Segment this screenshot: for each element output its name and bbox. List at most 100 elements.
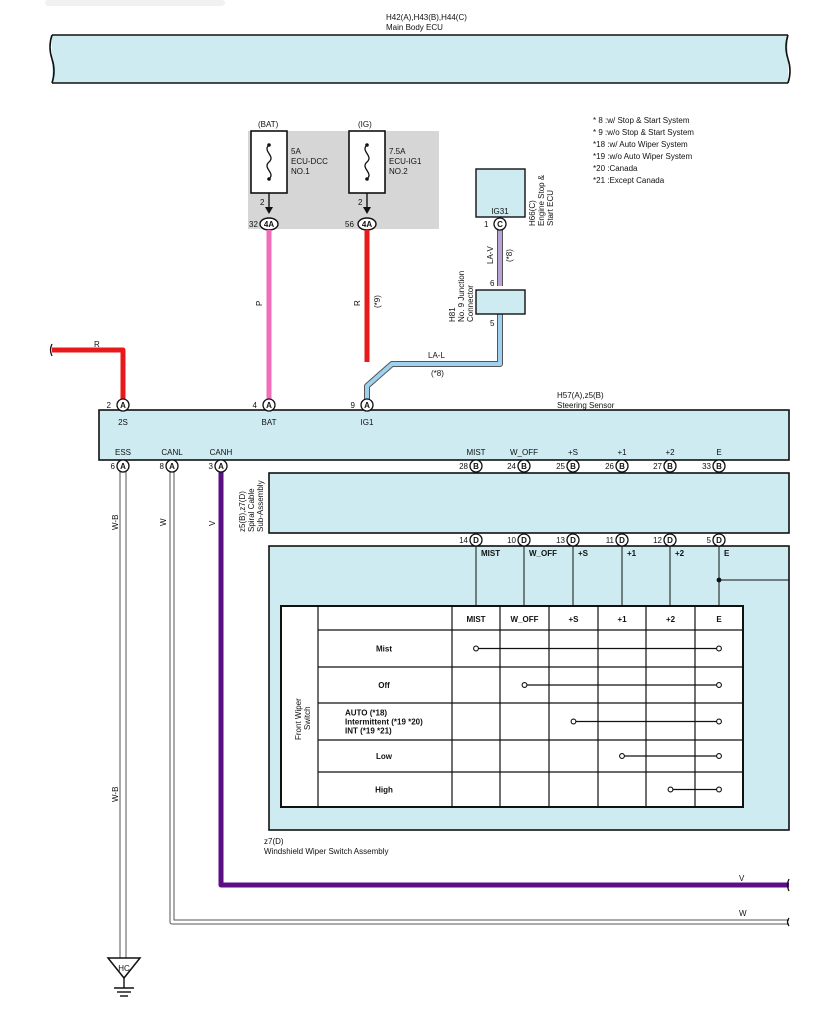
svg-text:B: B: [716, 462, 722, 471]
row-label: Mist: [376, 645, 392, 654]
arrow-icon: [265, 207, 273, 214]
wire-r-2s: [52, 347, 126, 399]
terminal-label: CANH: [210, 448, 233, 457]
continuity-node: [716, 645, 722, 652]
wire-note: (*8): [431, 369, 444, 378]
fuse-ig: (IG) 7.5A ECU-IG1 NO.2 2 56 4A: [345, 120, 422, 231]
svg-text:A: A: [120, 401, 126, 410]
wire-note: (*8): [505, 249, 514, 262]
notes-legend: * 8 :w/ Stop & Start System * 9 :w/o Sto…: [593, 116, 694, 185]
wire-label-w: W: [159, 518, 168, 526]
pin-number: 25: [556, 462, 565, 471]
terminal-label: IG1: [361, 418, 374, 427]
spiral-cable-box: [268, 472, 790, 534]
junction-connector: 6 5 H81 No. 9 Junction Connector: [448, 271, 526, 328]
fuse-icon: [266, 144, 272, 180]
side-label-line: Switch: [303, 706, 312, 730]
pin-number: 4: [253, 401, 258, 410]
pin-number: 3: [209, 462, 214, 471]
wire-v-canh: [218, 466, 789, 888]
pin-number: 1: [484, 220, 489, 229]
wiper-switch-name: Windshield Wiper Switch Assembly: [264, 847, 388, 856]
terminal-label: MIST: [466, 448, 485, 457]
steering-sensor-box: [98, 409, 790, 461]
connector-circle: D: [566, 533, 580, 547]
stop-start-ecu-box: [475, 168, 526, 218]
row-label: High: [375, 786, 393, 795]
svg-text:C: C: [497, 220, 503, 229]
connector-circle: B: [615, 459, 629, 473]
terminal-label: W_OFF: [510, 448, 538, 457]
connector-circle: A: [360, 398, 374, 412]
continuity-node: [716, 682, 722, 688]
terminal-label: E: [716, 448, 721, 457]
svg-text:A: A: [364, 401, 370, 410]
note-line: * 9 :w/o Stop & Start System: [593, 128, 694, 137]
fuse-bat: (BAT) 5A ECU-DCC NO.1 2 32 4A: [249, 120, 328, 231]
wire-la-l: [365, 314, 502, 399]
svg-text:4A: 4A: [264, 220, 274, 229]
pin-number: 10: [507, 536, 516, 545]
terminal-label: IG31: [491, 207, 509, 216]
note-line: *20 :Canada: [593, 164, 638, 173]
pin-number: 6: [111, 462, 116, 471]
steering-sensor-name: Steering Sensor: [557, 401, 615, 410]
continuity-node: [619, 753, 625, 759]
note-line: *18 :w/ Auto Wiper System: [593, 140, 688, 149]
pin-number: 5: [707, 536, 712, 545]
pin-number: 9: [351, 401, 356, 410]
pin-number: 5: [490, 319, 495, 328]
row-label: Intermittent (*19 *20): [345, 718, 423, 727]
connector-circle: A: [165, 459, 179, 473]
pin-number: 33: [702, 462, 711, 471]
wire-label-v: V: [208, 520, 217, 526]
fuse-name: ECU-DCC: [291, 157, 328, 166]
connector-circle: D: [615, 533, 629, 547]
connector-oval: 4A: [259, 217, 279, 231]
wire-label-w: W: [739, 909, 747, 918]
row-label: AUTO (*18): [345, 709, 387, 718]
wire-label-p: P: [255, 301, 264, 306]
terminal-label: E: [724, 549, 730, 558]
svg-text:A: A: [266, 401, 272, 410]
connector-circle: D: [469, 533, 483, 547]
connector-circle: A: [116, 398, 130, 412]
wire-note: (*9): [373, 295, 382, 308]
junction-dot: [716, 577, 722, 583]
pin-number: 24: [507, 462, 516, 471]
svg-text:D: D: [473, 536, 479, 545]
wire-label-lav: LA-V: [486, 246, 495, 264]
wires: [49, 230, 790, 958]
main-body-ecu-code: H42(A),H43(B),H44(C): [386, 13, 467, 22]
stop-start-ecu: IG31 1 C H66(C) Engine Stop & Start ECU: [475, 168, 555, 231]
pin-number: 27: [653, 462, 662, 471]
terminal-label: +2: [665, 448, 675, 457]
column-header: +2: [666, 615, 676, 624]
ground-triangle: [106, 957, 142, 980]
svg-text:B: B: [619, 462, 625, 471]
svg-text:D: D: [667, 536, 673, 545]
terminal-label: W_OFF: [529, 549, 557, 558]
connector-oval: 4A: [357, 217, 377, 231]
arrow-icon: [363, 207, 371, 214]
top-edge-fragment: [45, 0, 225, 6]
break-mark: [786, 878, 790, 892]
stop-start-ecu-code: H66(C): [528, 200, 537, 226]
terminal-label: +S: [578, 549, 589, 558]
svg-text:B: B: [570, 462, 576, 471]
terminal-label: ESS: [115, 448, 131, 457]
continuity-node: [716, 786, 722, 793]
svg-text:A: A: [169, 462, 175, 471]
ground-label: HC: [118, 964, 130, 973]
connector-circle: A: [116, 459, 130, 473]
connector-circle: A: [214, 459, 228, 473]
fuse-supply-label: (BAT): [258, 120, 279, 129]
pin-number: 6: [490, 279, 495, 288]
terminal-label: MIST: [481, 549, 500, 558]
row-label: Low: [376, 752, 393, 761]
junction-code: H81: [448, 307, 457, 322]
spiral-cable-code: z5(B),z7(D): [238, 491, 247, 532]
